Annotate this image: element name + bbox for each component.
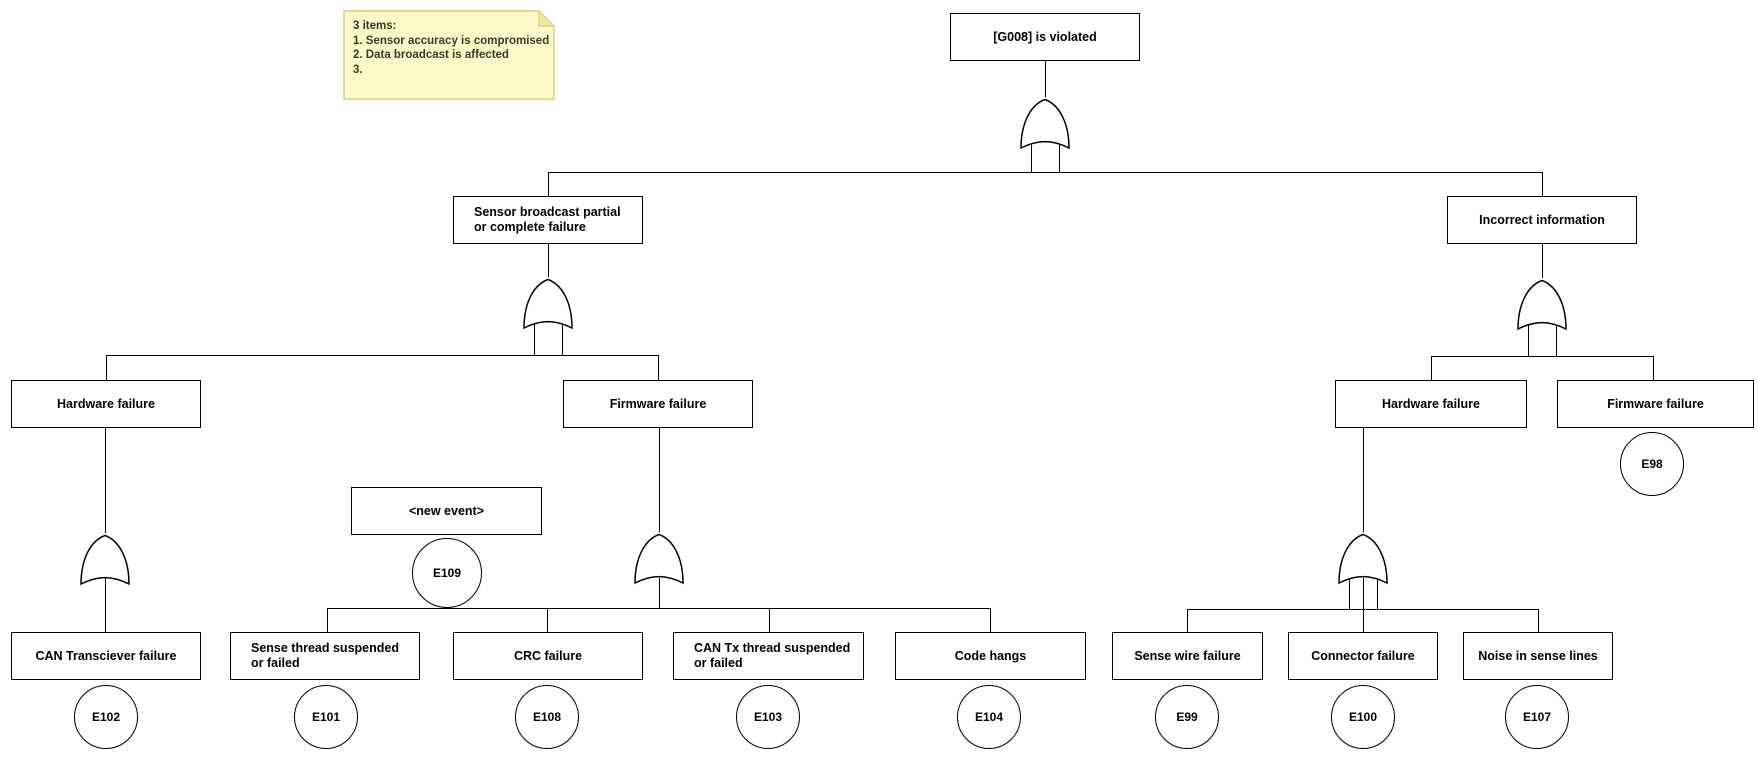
node-label: Hardware failure [57, 396, 155, 411]
or-gate-hardware-left-icon[interactable] [78, 533, 132, 589]
connector-line [562, 324, 563, 356]
connector-line [547, 608, 548, 632]
event-id: E98 [1641, 457, 1663, 471]
event-id: E108 [532, 710, 562, 724]
event-circle-e100[interactable]: E100 [1331, 685, 1395, 749]
connector-line [105, 578, 106, 632]
connector-line [1187, 609, 1188, 632]
folded-corner-icon [538, 10, 555, 27]
event-circle-e99[interactable]: E99 [1155, 685, 1219, 749]
node-label: CAN Transciever failure [35, 648, 177, 663]
event-id: E109 [432, 566, 462, 580]
connector-line [1542, 244, 1543, 278]
node-label: CAN Tx thread suspended or failed [694, 641, 851, 670]
connector-line [1431, 356, 1654, 357]
connector-line [327, 608, 991, 609]
event-id: E101 [311, 710, 341, 724]
event-id: E102 [91, 710, 121, 724]
connector-line [548, 172, 549, 196]
connector-line [1059, 144, 1060, 173]
event-id: E100 [1348, 710, 1378, 724]
event-id: E104 [974, 710, 1004, 724]
event-id: E107 [1522, 710, 1552, 724]
or-gate-incorrect-info-icon[interactable] [1515, 278, 1569, 334]
event-circle-e102[interactable]: E102 [74, 685, 138, 749]
connector-line [106, 355, 659, 356]
node-label: Incorrect information [1479, 212, 1605, 227]
node-incorrect-information[interactable]: Incorrect information [1447, 196, 1637, 244]
or-gate-firmware-left-icon[interactable] [632, 532, 686, 588]
node-label: Connector failure [1311, 648, 1415, 663]
connector-line [1538, 609, 1539, 632]
node-crc-failure[interactable]: CRC failure [453, 632, 643, 680]
event-circle-e98[interactable]: E98 [1620, 432, 1684, 496]
connector-line [105, 428, 106, 533]
node-label: Hardware failure [1382, 396, 1480, 411]
node-label: Noise in sense lines [1478, 648, 1598, 663]
or-gate-hardware-right-icon[interactable] [1336, 532, 1390, 588]
node-can-transciever-failure[interactable]: CAN Transciever failure [11, 632, 201, 680]
node-label: Code hangs [954, 648, 1027, 663]
connector-line [990, 608, 991, 632]
node-g008[interactable]: [G008] is violated [950, 13, 1140, 61]
connector-line [1031, 144, 1032, 173]
node-label: Firmware failure [1607, 396, 1704, 411]
connector-line [658, 355, 659, 380]
sticky-note-shape [343, 10, 555, 100]
connector-line [1431, 356, 1432, 380]
or-gate-sensor-broadcast-icon[interactable] [521, 277, 575, 333]
event-circle-e109[interactable]: E109 [412, 538, 482, 608]
connector-line [1653, 356, 1654, 380]
node-sense-wire-failure[interactable]: Sense wire failure [1112, 632, 1263, 680]
node-label: Sensor broadcast partial or complete fai… [474, 205, 621, 234]
node-noise-in-sense-lines[interactable]: Noise in sense lines [1463, 632, 1613, 680]
node-code-hangs[interactable]: Code hangs [895, 632, 1086, 680]
event-id: E99 [1176, 710, 1198, 724]
node-label: Firmware failure [609, 396, 707, 411]
connector-line [1542, 172, 1543, 196]
event-circle-e108[interactable]: E108 [515, 685, 579, 749]
node-hardware-failure-right[interactable]: Hardware failure [1335, 380, 1527, 428]
connector-line [1045, 61, 1046, 97]
node-sensor-broadcast-failure[interactable]: Sensor broadcast partial or complete fai… [453, 196, 643, 244]
connector-line [548, 244, 549, 277]
note-line: 1. Sensor accuracy is compromised [353, 34, 550, 47]
node-label: Sense thread suspended or failed [251, 641, 399, 670]
node-label: [G008] is violated [993, 29, 1097, 44]
connector-line [1528, 325, 1529, 357]
node-label: CRC failure [513, 648, 583, 663]
note-line: 3. [353, 63, 363, 76]
event-circle-e107[interactable]: E107 [1505, 685, 1569, 749]
event-circle-e103[interactable]: E103 [736, 685, 800, 749]
event-circle-e104[interactable]: E104 [957, 685, 1021, 749]
connector-line [327, 608, 328, 632]
node-can-tx-thread-suspended[interactable]: CAN Tx thread suspended or failed [673, 632, 864, 680]
or-gate-root-icon[interactable] [1018, 97, 1072, 153]
node-connector-failure[interactable]: Connector failure [1288, 632, 1438, 680]
connector-line [1363, 578, 1364, 632]
connector-line [659, 428, 660, 532]
node-firmware-failure-right[interactable]: Firmware failure [1557, 380, 1754, 428]
connector-line [1556, 325, 1557, 357]
node-label: Sense wire failure [1134, 648, 1241, 663]
note-line: 2. Data broadcast is affected [353, 49, 509, 61]
node-sense-thread-suspended[interactable]: Sense thread suspended or failed [230, 632, 420, 680]
connector-line [1363, 427, 1364, 532]
sticky-note-text: 3 items: 1. Sensor accuracy is compromis… [353, 19, 550, 77]
node-hardware-failure-left[interactable]: Hardware failure [11, 380, 201, 428]
connector-line [534, 324, 535, 356]
event-id: E103 [753, 710, 783, 724]
node-new-event[interactable]: <new event> [351, 487, 542, 535]
connector-line [106, 355, 107, 380]
node-firmware-failure-left[interactable]: Firmware failure [563, 380, 753, 428]
connector-line [548, 172, 1543, 173]
event-circle-e101[interactable]: E101 [294, 685, 358, 749]
note-line: 3 items: [353, 20, 397, 32]
connector-line [769, 608, 770, 632]
sticky-note[interactable]: 3 items: 1. Sensor accuracy is compromis… [343, 10, 555, 100]
connector-line [659, 578, 660, 608]
node-label: <new event> [408, 503, 485, 518]
connector-line [1349, 578, 1350, 609]
connector-line [1377, 578, 1378, 609]
